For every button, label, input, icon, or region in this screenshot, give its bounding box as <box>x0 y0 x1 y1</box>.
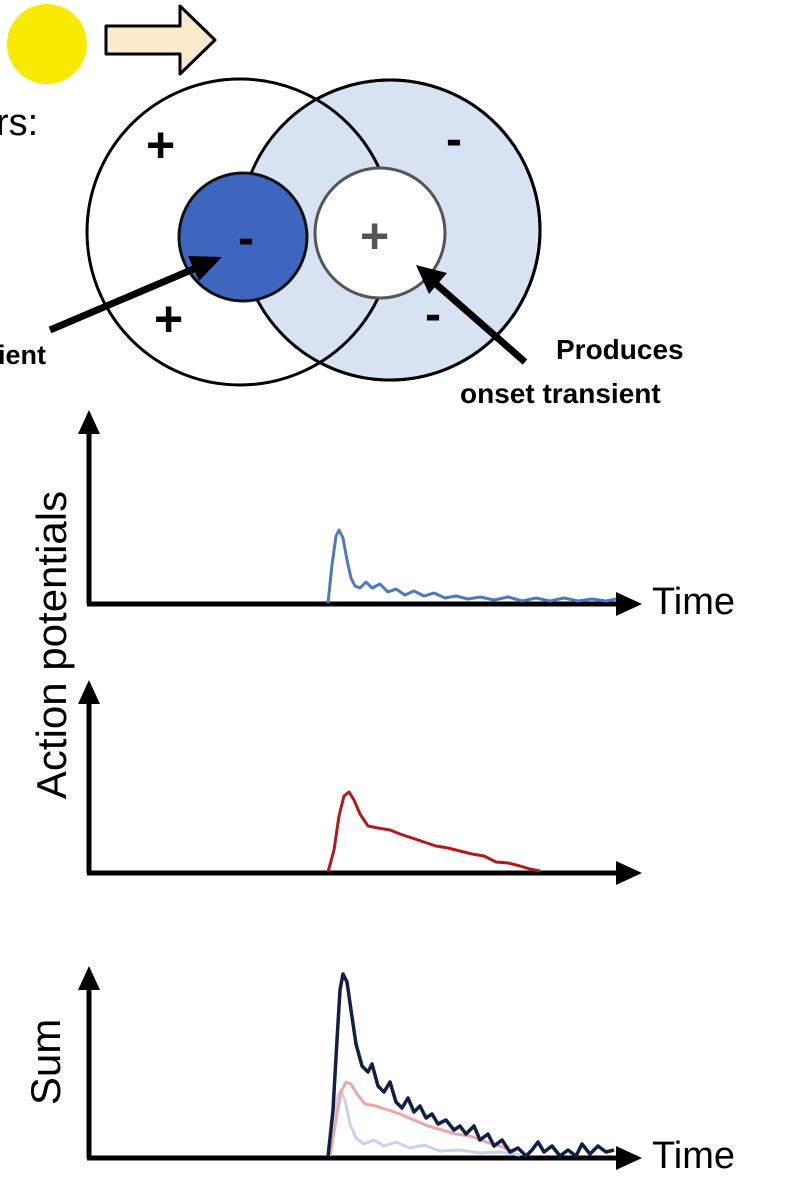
plot-2-axes <box>78 680 642 885</box>
partial-text-left: rs: <box>0 102 38 144</box>
receptive-field-diagram <box>85 77 542 387</box>
annotation-right-line2: onset transient <box>460 378 661 409</box>
sign-right-top: - <box>446 113 462 166</box>
time-label-plot-3: Time <box>652 1135 735 1177</box>
sign-right-bottom: - <box>425 288 441 341</box>
y-label-action-potentials: Action potentials <box>28 491 75 799</box>
sign-left-bottom: + <box>154 291 183 347</box>
trace-blue-onset <box>326 528 617 604</box>
trace-sum <box>326 972 615 1158</box>
sign-right-center: + <box>360 208 389 264</box>
y-label-sum: Sum <box>22 1019 69 1105</box>
trace-sum-blue-component <box>328 1088 521 1157</box>
off-center-dark <box>177 171 309 303</box>
plot-3-axes <box>78 966 642 1170</box>
trace-red-sustained <box>326 790 541 873</box>
sign-left-top: + <box>146 117 175 173</box>
annotation-left-partial: ient <box>0 340 46 370</box>
plot-1-axes <box>78 410 642 616</box>
trace-sum-red-component <box>328 1080 515 1157</box>
time-label-plot-1: Time <box>652 581 735 623</box>
on-center-white <box>313 166 447 300</box>
stimulus-arrow-icon <box>104 4 217 76</box>
sun-icon <box>7 4 87 84</box>
sign-left-center: - <box>238 212 254 265</box>
pointer-arrow-right <box>416 265 528 365</box>
annotation-right-line1: Produces <box>556 334 684 365</box>
pointer-arrow-left <box>48 256 222 334</box>
